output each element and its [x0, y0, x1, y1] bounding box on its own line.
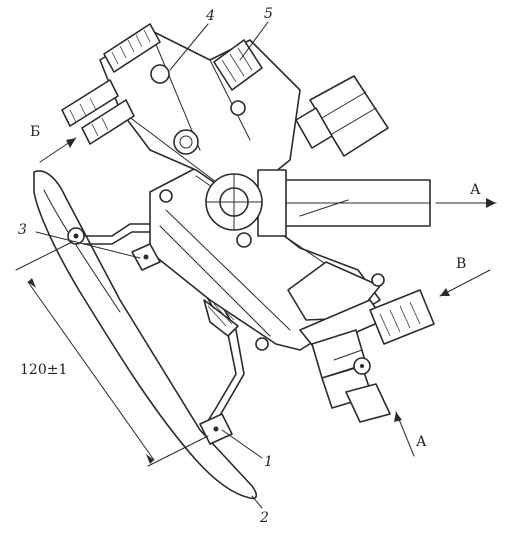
arrow-a-right: А [435, 182, 497, 208]
curved-plate [33, 170, 258, 500]
arrow-v: В [439, 256, 491, 297]
upper-right-housing [295, 75, 389, 157]
lower-screw-assembly [311, 329, 391, 423]
letter-a-right: А [470, 182, 481, 198]
letter-b: Б [30, 124, 40, 140]
callout-4: 4 [169, 8, 215, 71]
callout-1: 1 [221, 429, 273, 470]
horizontal-rod [257, 169, 431, 237]
nut-3 [67, 227, 85, 245]
callout-label-2: 2 [259, 510, 269, 526]
callout-3: 3 [18, 222, 141, 259]
arrow-b: Б [30, 124, 77, 163]
dimension-label: 120±1 [20, 362, 67, 378]
nut-1 [199, 413, 233, 445]
arrow-a-bottom: А [394, 411, 427, 457]
callout-label-5: 5 [264, 6, 273, 22]
callout-label-4: 4 [205, 8, 215, 24]
callout-label-3: 3 [18, 222, 27, 238]
upper-housing [99, 23, 301, 201]
pivot-joint [205, 173, 263, 248]
dimension-120: 120±1 [15, 241, 209, 467]
left-rods [61, 79, 135, 145]
callout-label-1: 1 [264, 454, 273, 470]
callout-5: 5 [239, 6, 273, 61]
lower-right-housing [287, 261, 435, 351]
callout-2: 2 [251, 495, 269, 526]
screw-upper-right [213, 39, 263, 91]
letter-a-bottom: А [416, 434, 427, 450]
letter-v: В [456, 256, 466, 272]
screw-upper-left [103, 23, 161, 73]
nut-middle [131, 243, 161, 271]
